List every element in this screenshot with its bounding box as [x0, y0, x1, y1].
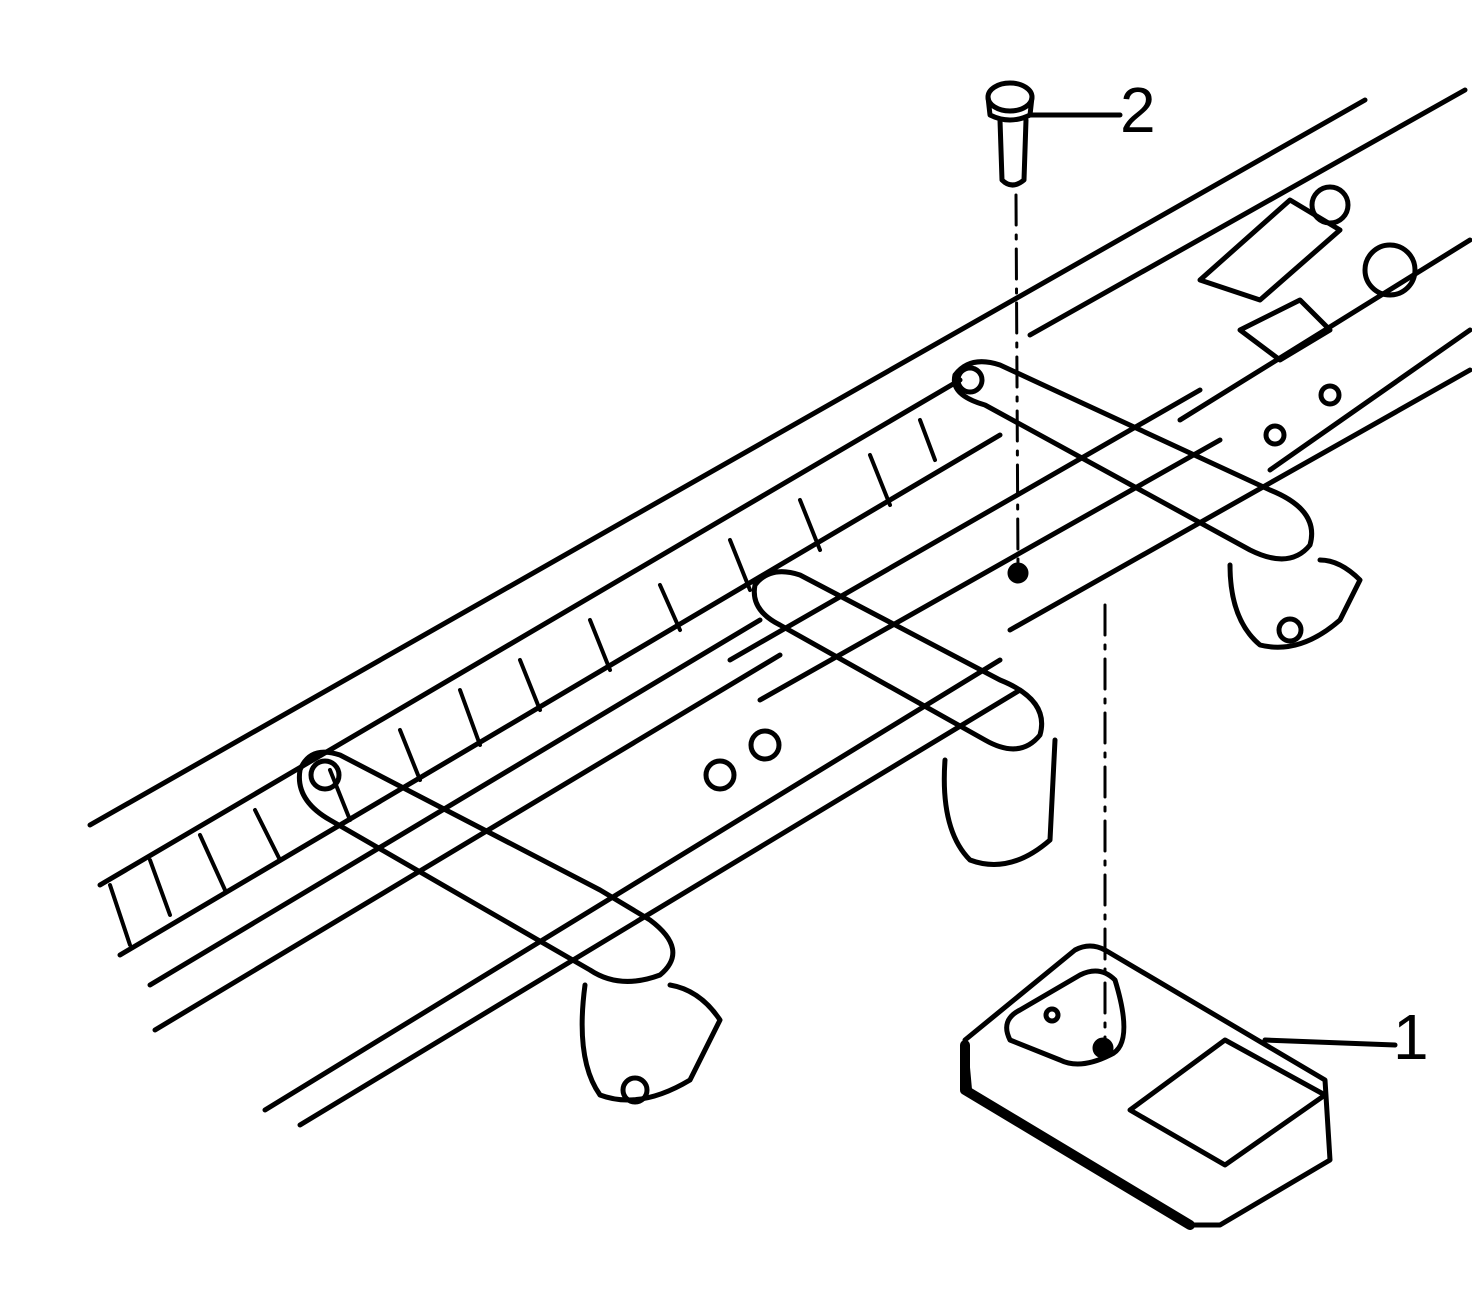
upper-right-mechanism	[1197, 184, 1418, 447]
rack-hatching	[108, 418, 937, 947]
small-bolts	[703, 728, 782, 792]
callout-label-1: 1	[1393, 1001, 1429, 1073]
left-lever-arm	[296, 749, 723, 1105]
right-lever-arm	[951, 359, 1363, 650]
middle-lever-arm	[751, 569, 1058, 867]
screw-part-2	[985, 80, 1123, 584]
block-part-1	[960, 603, 1398, 1230]
callout-label-2: 2	[1120, 74, 1156, 146]
rail-lines	[87, 87, 1472, 1128]
